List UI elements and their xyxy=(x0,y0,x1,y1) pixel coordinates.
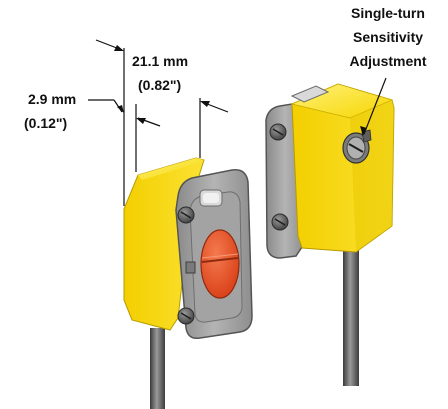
callout-leader xyxy=(363,77,387,135)
rear-sensor-cable xyxy=(343,248,359,386)
rear-sensor-bottom-screw-icon xyxy=(271,213,289,231)
width-in-label: (0.82") xyxy=(138,77,181,93)
rear-sensor-yellow-side xyxy=(350,100,394,252)
arrowheads xyxy=(114,45,367,136)
front-sensor-cable xyxy=(150,328,165,409)
callout-line-2: Sensitivity xyxy=(353,29,423,45)
front-sensor-indicator xyxy=(199,189,223,207)
rear-sensor-indicator xyxy=(290,85,330,103)
adjustment-knob-icon xyxy=(342,129,372,164)
flange-in-label: (0.12") xyxy=(24,115,67,131)
front-sensor-bottom-screw-icon xyxy=(177,307,195,325)
width-mm-label: 21.1 mm xyxy=(132,53,188,69)
rear-sensor-top-screw-icon xyxy=(269,123,287,141)
callout-line-1: Single-turn xyxy=(351,5,425,21)
front-sensor xyxy=(123,157,253,409)
sensitivity-callout: Single-turn Sensitivity Adjustment xyxy=(350,5,427,69)
rear-sensor xyxy=(265,83,395,386)
dimension-labels: 21.1 mm (0.82") 2.9 mm (0.12") xyxy=(24,53,188,131)
flange-mm-label: 2.9 mm xyxy=(28,91,76,107)
front-sensor-yellow-top xyxy=(138,158,204,180)
front-sensor-status-led xyxy=(185,261,196,274)
callout-line-3: Adjustment xyxy=(350,53,427,69)
front-sensor-lens xyxy=(200,229,240,299)
front-sensor-top-screw-icon xyxy=(177,206,195,224)
